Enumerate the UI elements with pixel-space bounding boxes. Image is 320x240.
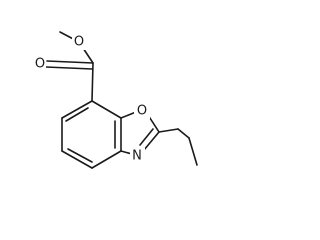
bond-propyl-c1-c2 bbox=[177, 128, 190, 139]
bond-ring-c5-c4-inner bbox=[67, 148, 93, 163]
bond-ring-c7-c6 bbox=[61, 100, 93, 119]
bond-ring-c5-c4 bbox=[61, 150, 93, 169]
bond-c2-nitrogen-b bbox=[139, 128, 154, 146]
bond-ring-c7a-c7 bbox=[91, 100, 122, 119]
ring-nitrogen-label-bg bbox=[130, 148, 145, 164]
carbonyl-oxygen-label: O bbox=[35, 57, 45, 72]
bond-carbonyl-carbon-ring bbox=[91, 62, 94, 102]
ring-nitrogen-label: N bbox=[132, 149, 142, 164]
structure-canvas: O O O N bbox=[32, 31, 198, 169]
carbonyl-oxygen-label-bg bbox=[32, 56, 46, 72]
ester-oxygen-label: O bbox=[74, 35, 84, 50]
ring-oxygen-label-bg bbox=[134, 103, 150, 119]
ring-oxygen-label: O bbox=[137, 104, 147, 119]
bond-propyl-c2-c3 bbox=[188, 137, 198, 166]
ester-oxygen-label-bg bbox=[72, 34, 86, 50]
molecule-structure-diagram: O O O N bbox=[32, 31, 198, 169]
bond-carbonyl-double-b bbox=[45, 66, 93, 70]
bond-c7a-ring-oxygen bbox=[120, 111, 137, 119]
bond-carbonyl-double-a bbox=[46, 60, 94, 64]
bond-c2-propyl-c1 bbox=[158, 128, 179, 133]
bond-c2-nitrogen-a bbox=[143, 131, 160, 151]
bond-ring-c4-c3a bbox=[91, 150, 122, 169]
bond-ring-c6-c6-inner bbox=[65, 107, 89, 122]
